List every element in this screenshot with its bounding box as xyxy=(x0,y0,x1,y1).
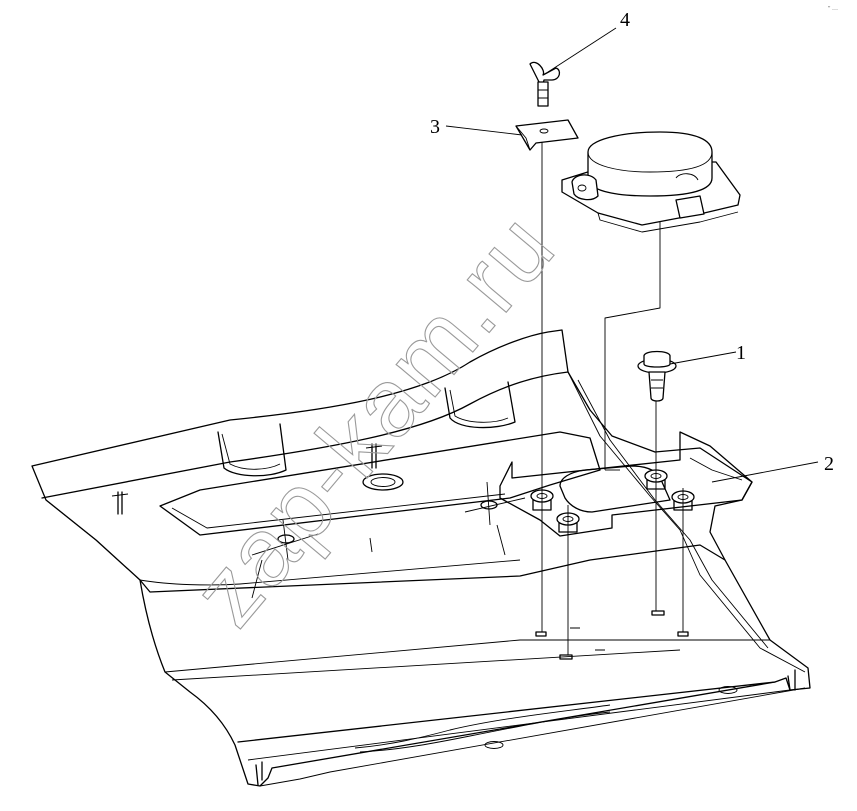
wing-bolt-part-4 xyxy=(529,61,561,107)
assembly-lines xyxy=(541,135,684,655)
callout-3: 3 xyxy=(430,116,440,138)
mounting-panel xyxy=(31,329,811,787)
bracket-part-3 xyxy=(515,119,579,151)
bolt-part-1 xyxy=(637,350,677,402)
callout-2: 2 xyxy=(824,453,834,475)
buzzer-unit xyxy=(561,131,741,233)
corner-mark: ″ … xyxy=(828,6,838,12)
callout-4: 4 xyxy=(620,9,630,31)
callout-1: 1 xyxy=(736,342,746,364)
callout-leaders xyxy=(445,27,819,483)
